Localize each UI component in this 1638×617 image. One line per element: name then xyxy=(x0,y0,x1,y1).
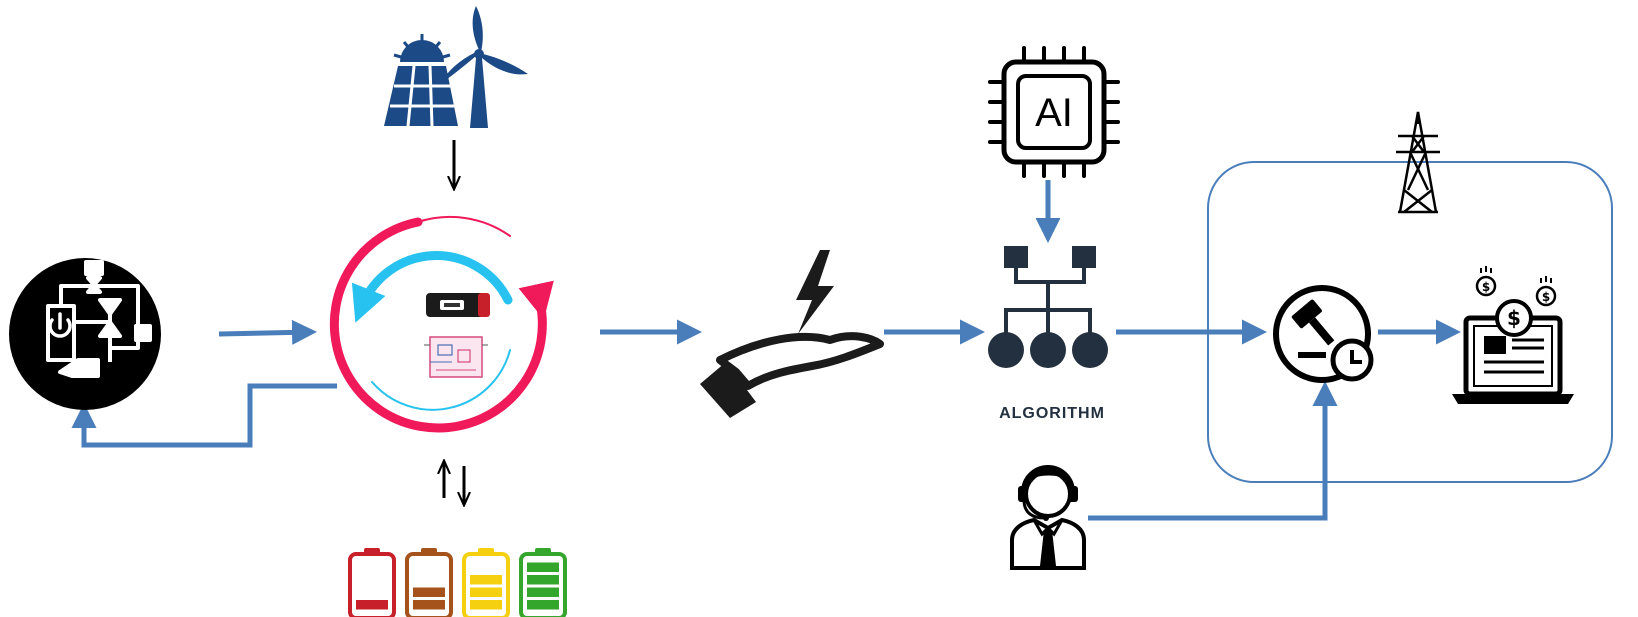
support-agent-icon xyxy=(1010,465,1086,570)
renewables-group xyxy=(384,6,528,128)
circuit-board-icon xyxy=(424,336,488,378)
charger-device-icon xyxy=(426,293,490,317)
operator-to-auction-arrow xyxy=(1088,381,1338,521)
hand-lightning-icon xyxy=(700,250,884,418)
svg-text:$: $ xyxy=(1507,306,1521,330)
laptop-payment-icon: $ $ $ xyxy=(1452,266,1574,404)
battery-segment xyxy=(470,600,502,610)
connectors xyxy=(71,180,1461,521)
wind-turbine-icon xyxy=(440,6,528,128)
algorithm-label: ALGORITHM xyxy=(999,405,1105,422)
battery-segment xyxy=(527,562,559,572)
auction-gavel-clock-icon xyxy=(1273,285,1374,383)
svg-text:$: $ xyxy=(1542,290,1550,304)
ai-chip-icon: AI xyxy=(988,46,1120,178)
black-arrows xyxy=(444,140,464,504)
battery-segment xyxy=(527,600,559,610)
battery-segment xyxy=(356,600,388,610)
battery-3 xyxy=(462,548,510,617)
battery-segment xyxy=(413,587,445,597)
grid-market-box xyxy=(1207,161,1613,483)
battery-segment xyxy=(470,587,502,597)
cycle-to-plant-feedback-arrow xyxy=(71,383,337,448)
ai-chip-label: AI xyxy=(1035,91,1073,135)
battery-2 xyxy=(405,548,453,617)
network-tree-icon xyxy=(988,246,1108,368)
battery-levels-icon xyxy=(348,548,567,617)
svg-text:$: $ xyxy=(1482,280,1490,294)
transmission-tower-icon xyxy=(1396,111,1440,214)
plant-to-cycle-arrow xyxy=(218,319,317,345)
battery-segment xyxy=(413,600,445,610)
battery-1 xyxy=(348,548,396,617)
battery-segment xyxy=(470,575,502,585)
battery-segment xyxy=(527,587,559,597)
battery-4 xyxy=(519,548,567,617)
cycle-cyan-arc xyxy=(351,251,513,323)
energy-cycle xyxy=(329,215,554,433)
cycle-pink-arc xyxy=(329,217,554,433)
battery-segment xyxy=(527,575,559,585)
power-plant-control-icon xyxy=(9,258,161,410)
solar-panel-icon xyxy=(384,34,458,127)
